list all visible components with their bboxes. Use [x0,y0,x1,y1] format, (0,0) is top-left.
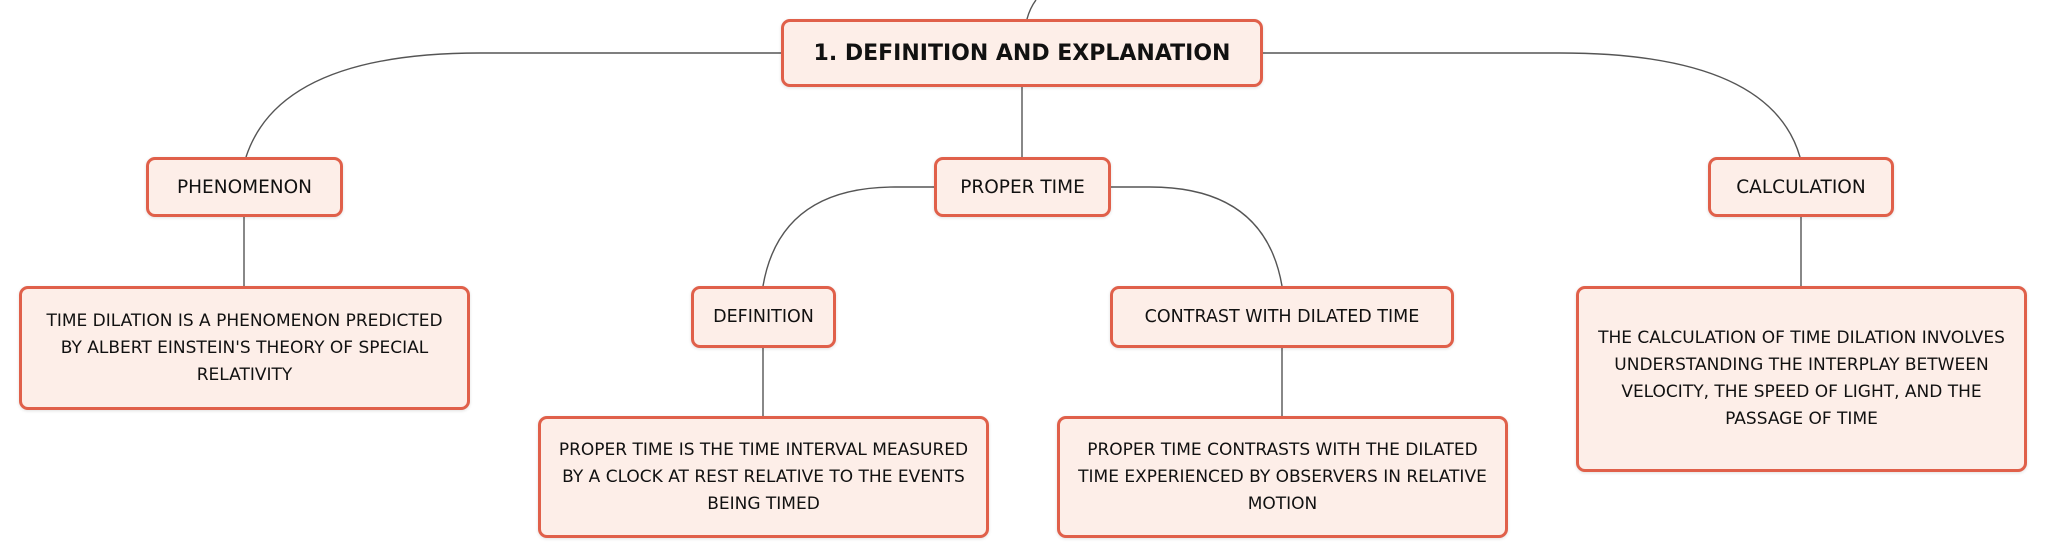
phenomenon-description-node[interactable]: TIME DILATION IS A PHENOMENON PREDICTED … [19,286,470,410]
phenomenon-node[interactable]: PHENOMENON [146,157,343,217]
contrast-description-text: PROPER TIME CONTRASTS WITH THE DILATED T… [1078,439,1487,514]
connector-proper-time-to-contrast [1111,186,1283,287]
contrast-node[interactable]: CONTRAST WITH DILATED TIME [1110,286,1454,348]
connector-root-to-calculation [1263,52,1801,158]
definition-node-label: DEFINITION [713,307,814,327]
proper-time-node[interactable]: PROPER TIME [934,157,1111,217]
calculation-node-label: CALCULATION [1736,176,1866,198]
definition-node[interactable]: DEFINITION [691,286,836,348]
calculation-node[interactable]: CALCULATION [1708,157,1894,217]
proper-time-node-label: PROPER TIME [960,176,1085,198]
phenomenon-node-label: PHENOMENON [176,176,313,198]
root-node-label: 1. DEFINITION AND EXPLANATION [813,40,1231,66]
connector-root-to-phenomenon [245,52,781,158]
contrast-node-label: CONTRAST WITH DILATED TIME [1144,307,1420,327]
connector-parent-to-root [1026,0,1037,20]
connector-proper-time-to-definition [762,186,934,287]
root-node[interactable]: 1. DEFINITION AND EXPLANATION [781,19,1263,87]
definition-description-text: PROPER TIME IS THE TIME INTERVAL MEASURE… [558,439,969,514]
definition-description-node[interactable]: PROPER TIME IS THE TIME INTERVAL MEASURE… [538,416,989,538]
phenomenon-description-text: TIME DILATION IS A PHENOMENON PREDICTED … [46,310,443,385]
calculation-description-text: THE CALCULATION OF TIME DILATION INVOLVE… [1598,328,2005,429]
contrast-description-node[interactable]: PROPER TIME CONTRASTS WITH THE DILATED T… [1057,416,1508,538]
calculation-description-node[interactable]: THE CALCULATION OF TIME DILATION INVOLVE… [1576,286,2027,472]
